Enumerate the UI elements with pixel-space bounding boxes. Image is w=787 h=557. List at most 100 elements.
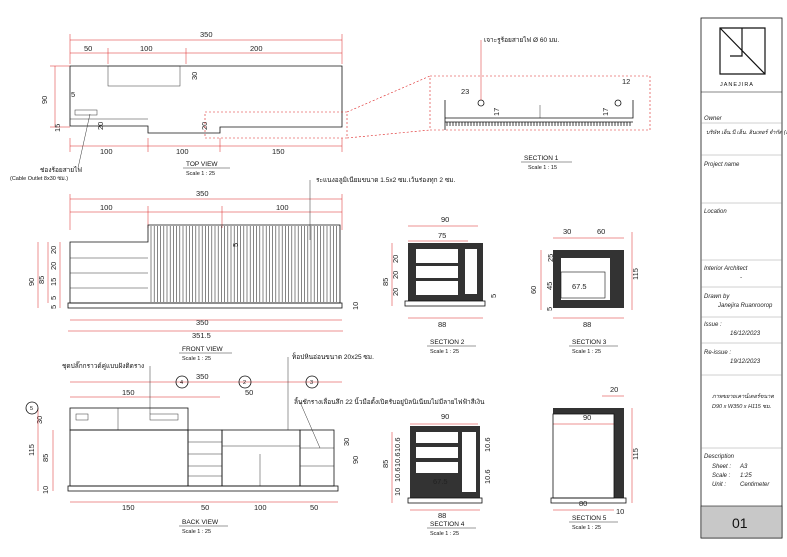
view-title: TOP VIEW bbox=[186, 161, 218, 168]
dim-text: 20 bbox=[391, 288, 400, 296]
section5-body bbox=[553, 408, 624, 498]
section-2: 90 75 85 20 20 20 5 88 SECTION 2 Scale 1… bbox=[381, 215, 498, 355]
back-view: 350 150 50 30 115 85 10 90 30 150 50 100… bbox=[25, 352, 485, 535]
dim-text: 350 bbox=[200, 30, 213, 39]
dim-text: 100 bbox=[100, 203, 113, 212]
dim-text: 20 bbox=[49, 246, 58, 254]
owner-label: Owner bbox=[704, 116, 723, 122]
drawer-space bbox=[416, 447, 458, 458]
section-3: 30 60 67.5 25 115 60 45 5 88 SECTION 3 S… bbox=[529, 227, 640, 355]
unit-label: Unit : bbox=[712, 482, 726, 488]
project-label: Project name bbox=[704, 162, 740, 168]
dim-text: 20 bbox=[49, 262, 58, 270]
dim-text: 100 bbox=[176, 147, 189, 156]
title-block: JANEJIRA Owner บริษัท เอ็น.บี.เอ็น. อินเ… bbox=[700, 17, 787, 539]
view-scale: Scale 1 : 25 bbox=[572, 349, 601, 355]
section-marker bbox=[238, 375, 252, 389]
dim-text: 90 bbox=[441, 412, 449, 421]
view-title: BACK VIEW bbox=[182, 519, 219, 526]
section-5: 20 90 115 80 10 SECTION 5 Scale 1 : 25 bbox=[550, 385, 640, 531]
power-socket bbox=[149, 413, 179, 421]
dim-text: 351.5 bbox=[192, 331, 211, 340]
dim-text: 20 bbox=[200, 122, 209, 130]
dim-text: 15 bbox=[53, 124, 62, 132]
dim-text: 20 bbox=[391, 255, 400, 263]
owner-value: บริษัท เอ็น.บี.เอ็น. อินเทอร์ จำกัด (สำน… bbox=[706, 128, 787, 136]
view-scale: Scale 1 : 25 bbox=[572, 525, 601, 531]
front-slats bbox=[150, 226, 341, 302]
issue-value: 16/12/2023 bbox=[730, 331, 761, 337]
dim-text: 75 bbox=[438, 231, 446, 240]
section-1: เจาะรูร้อยสายไฟ Ø 60 มม. 23 12 17 17 SEC… bbox=[429, 36, 651, 171]
dim-text: 5 bbox=[49, 305, 58, 309]
dim-text: 85 bbox=[381, 460, 390, 468]
dim-text: 45 bbox=[545, 282, 554, 290]
dim-text: 60 bbox=[529, 286, 538, 294]
dim-text: 5 bbox=[71, 90, 75, 99]
drawer-space bbox=[416, 432, 458, 443]
dim-text: 100 bbox=[254, 503, 267, 512]
dim-text: 50 bbox=[201, 503, 209, 512]
dim-text: 100 bbox=[140, 44, 153, 53]
note-text: ลิ้นชักรางเลื่อนลึก 22 นิ้วมือตั้งเปิดรั… bbox=[294, 397, 485, 406]
dim-text: 350 bbox=[196, 318, 209, 327]
sheet-number-box bbox=[700, 505, 783, 539]
dim-text: 25 bbox=[546, 254, 555, 262]
section-marker bbox=[175, 375, 189, 389]
dim-text: 5 bbox=[489, 294, 498, 298]
note-text: (Cable Outlet 8x30 ซม.) bbox=[10, 175, 68, 182]
back-kick bbox=[67, 485, 339, 492]
dim-text: 10.6 bbox=[393, 452, 402, 467]
sheet-value: A3 bbox=[739, 464, 748, 470]
dim-text: 100 bbox=[276, 203, 289, 212]
counter-top-outline bbox=[69, 65, 343, 134]
dim-text: 10.6 bbox=[393, 437, 402, 452]
dim-text: 85 bbox=[381, 278, 390, 286]
marker-label: 3 bbox=[310, 380, 313, 386]
issue-label: Issue : bbox=[704, 322, 722, 328]
dim-text: 90 bbox=[40, 96, 49, 104]
kick-base bbox=[67, 302, 343, 309]
dim-text: 23 bbox=[461, 87, 469, 96]
dim-text: 150 bbox=[272, 147, 285, 156]
dim-text: 5 bbox=[49, 296, 58, 300]
dim-text: 115 bbox=[27, 444, 36, 456]
dim-text: 10.6 bbox=[393, 467, 402, 482]
dim-text: 30 bbox=[342, 438, 351, 446]
dim-text: 60 bbox=[597, 227, 605, 236]
front-view: 350 100 100 90 85 20 20 15 5 5 5 10 350 … bbox=[27, 176, 456, 362]
dim-text: 90 bbox=[441, 215, 449, 224]
sheet-number: 01 bbox=[732, 515, 748, 531]
dim-text: 67.5 bbox=[572, 282, 587, 291]
dim-text: 150 bbox=[122, 388, 135, 397]
view-scale: Scale 1 : 15 bbox=[528, 165, 557, 171]
marker-label: 4 bbox=[180, 380, 183, 386]
view-scale: Scale 1 : 25 bbox=[430, 349, 459, 355]
dim-text: 115 bbox=[631, 448, 640, 460]
note-text: ชุดปลั๊กกราวด์คู่แบบฝังติดราง bbox=[62, 361, 144, 370]
note-text: ท็อปหินอ่อนขนาด 20x25 ซม. bbox=[292, 352, 374, 361]
logo: JANEJIRA bbox=[719, 27, 766, 88]
dim-text: 10.6 bbox=[483, 437, 492, 452]
view-scale: Scale 1 : 25 bbox=[182, 356, 211, 362]
dim-text: 15 bbox=[49, 278, 58, 286]
slat-teeth bbox=[446, 122, 631, 126]
dim-text: 10 bbox=[351, 302, 360, 310]
cable-outlet bbox=[74, 109, 98, 116]
section1-profile bbox=[444, 100, 634, 130]
view-scale: Scale 1 : 25 bbox=[182, 529, 211, 535]
dim-text: 30 bbox=[563, 227, 571, 236]
dim-text: 10 bbox=[616, 507, 624, 516]
dim-text: 12 bbox=[622, 77, 630, 86]
logo-text: JANEJIRA bbox=[720, 82, 754, 88]
dim-text: 17 bbox=[492, 108, 501, 116]
dim-text: 5 bbox=[231, 243, 240, 247]
dim-text: 5 bbox=[545, 307, 554, 311]
drawn-label: Drawn by bbox=[704, 294, 730, 300]
cable-hole bbox=[614, 99, 622, 107]
reissue-value: 19/12/2023 bbox=[730, 359, 761, 365]
dim-text: 200 bbox=[250, 44, 263, 53]
dim-text: 350 bbox=[196, 189, 209, 198]
section-marker bbox=[25, 401, 39, 415]
view-title: SECTION 3 bbox=[572, 339, 607, 346]
